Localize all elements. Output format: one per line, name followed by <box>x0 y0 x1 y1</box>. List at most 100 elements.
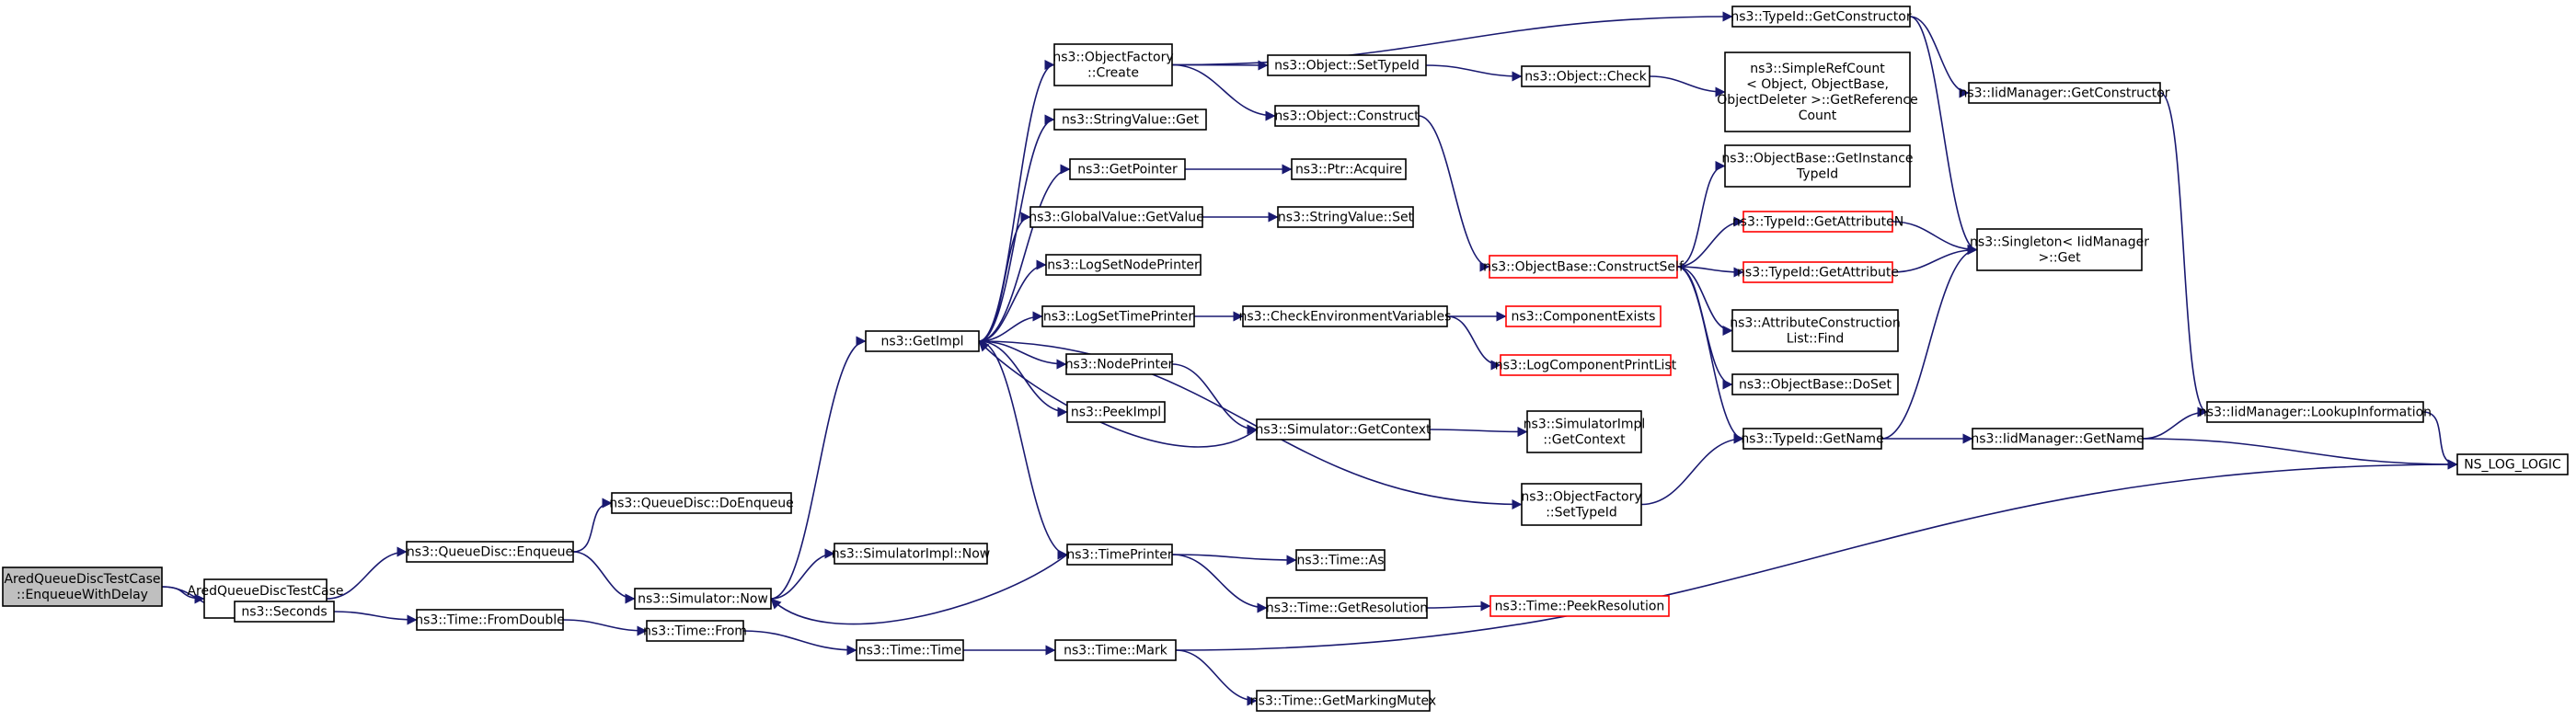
node-ptr_acquire[interactable]: ns3::Ptr::Acquire <box>1291 158 1407 180</box>
node-fromdouble[interactable]: ns3::Time::FromDouble <box>415 609 565 631</box>
edge-obj_construct-to-ob_constructself <box>1418 115 1490 272</box>
node-box <box>1295 549 1386 571</box>
node-label: TypeId <box>1796 167 1838 182</box>
node-label: ns3::NodePrinter <box>1065 358 1174 372</box>
node-simimpl_getcontext[interactable]: ns3::SimulatorImpl::GetContext <box>1524 410 1646 453</box>
node-label: ns3::ComponentExists <box>1512 310 1656 325</box>
node-time_time[interactable]: ns3::Time::Time <box>856 639 964 661</box>
node-box <box>856 639 964 661</box>
edge-ob_constructself-to-typeid_getattr <box>1676 266 1744 278</box>
node-label: ns3::GetPointer <box>1077 163 1178 177</box>
node-sim_getcontext[interactable]: ns3::Simulator::GetContext <box>1255 418 1432 441</box>
node-typeid_getattr[interactable]: ns3::TypeId::GetAttribute <box>1737 261 1899 283</box>
edge-getimpl-to-of_create <box>978 59 1055 342</box>
node-label: ::EnqueueWithDelay <box>17 588 148 602</box>
node-nodeprinter[interactable]: ns3::NodePrinter <box>1065 353 1174 375</box>
edge-iid_getname-to-ns_log_logic <box>2142 438 2458 470</box>
node-ob_doset[interactable]: ns3::ObjectBase::DoSet <box>1731 373 1899 395</box>
node-qd_enqueue[interactable]: ns3::QueueDisc::Enqueue <box>406 541 574 563</box>
node-logcomplist[interactable]: ns3::LogComponentPrintList <box>1495 354 1677 376</box>
node-box <box>1742 428 1882 450</box>
node-gv_getvalue[interactable]: ns3::GlobalValue::GetValue <box>1029 206 1204 228</box>
node-label: ::GetContext <box>1543 433 1626 448</box>
node-from[interactable]: ns3::Time::From <box>643 620 747 642</box>
node-getpointer[interactable]: ns3::GetPointer <box>1069 158 1186 180</box>
node-iid_getctor[interactable]: ns3::IidManager::GetConstructor <box>1959 82 2170 104</box>
node-label: ns3::QueueDisc::DoEnqueue <box>609 497 794 511</box>
node-iid_getname[interactable]: ns3::IidManager::GetName <box>1971 428 2145 450</box>
node-label: AredQueueDiscTestCase <box>4 572 160 587</box>
node-box <box>1065 353 1173 375</box>
node-simplerefcount[interactable]: ns3::SimpleRefCount< Object, ObjectBase,… <box>1717 52 1918 132</box>
node-label: < Object, ObjectBase, <box>1746 77 1889 92</box>
node-compexists[interactable]: ns3::ComponentExists <box>1505 305 1662 327</box>
node-label: ns3::TypeId::GetConstructor <box>1731 10 1911 25</box>
edge-getimpl-to-gv_getvalue <box>978 212 1031 342</box>
node-sim_now[interactable]: ns3::Simulator::Now <box>634 588 772 610</box>
node-box <box>2206 401 2424 423</box>
node-label: ns3::SimulatorImpl <box>1524 418 1646 432</box>
edge-getimpl-to-getpointer <box>978 164 1071 342</box>
node-peekres[interactable]: ns3::Time::PeekResolution <box>1489 595 1670 617</box>
node-sv_get[interactable]: ns3::StringValue::Get <box>1053 109 1207 131</box>
node-box <box>1976 228 2143 271</box>
node-label: ns3::Ptr::Acquire <box>1295 163 1402 177</box>
node-typeid_getname[interactable]: ns3::TypeId::GetName <box>1741 428 1884 450</box>
node-timeprinter[interactable]: ns3::TimePrinter <box>1066 544 1173 566</box>
node-box <box>1968 82 2161 104</box>
node-typeid_getattrn[interactable]: ns3::TypeId::GetAttributeN <box>1732 211 1903 233</box>
node-label: ns3::QueueDisc::Enqueue <box>407 545 573 560</box>
node-obj_settypeid[interactable]: ns3::Object::SetTypeId <box>1267 54 1427 76</box>
node-box <box>1267 54 1427 76</box>
node-time_as[interactable]: ns3::Time::As <box>1295 549 1386 571</box>
node-box <box>416 609 564 631</box>
node-obj_construct[interactable]: ns3::Object::Construct <box>1274 105 1420 127</box>
node-obj_check[interactable]: ns3::Object::Check <box>1521 65 1650 87</box>
node-label: ns3::GlobalValue::GetValue <box>1029 211 1203 225</box>
node-checkenv[interactable]: ns3::CheckEnvironmentVariables <box>1239 305 1452 327</box>
node-of_create[interactable]: ns3::ObjectFactory::Create <box>1052 43 1174 86</box>
node-logtimeprinter[interactable]: ns3::LogSetTimePrinter <box>1041 305 1195 327</box>
node-iid_lookup[interactable]: ns3::IidManager::LookupInformation <box>2199 401 2432 423</box>
node-getmutex[interactable]: ns3::Time::GetMarkingMutex <box>1250 690 1436 712</box>
node-sv_set[interactable]: ns3::StringValue::Set <box>1277 206 1414 228</box>
node-box <box>1521 65 1650 87</box>
edge-getimpl-to-peekimpl <box>978 340 1068 418</box>
node-typeid_getctor[interactable]: ns3::TypeId::GetConstructor <box>1731 6 1912 28</box>
node-ns_log_logic[interactable]: NS_LOG_LOGIC <box>2456 453 2569 475</box>
node-box <box>1526 410 1642 453</box>
node-label: ns3::Time::GetResolution <box>1266 601 1428 616</box>
node-singleton_get[interactable]: ns3::Singleton< IidManager>::Get <box>1970 228 2149 271</box>
node-of_settypeid[interactable]: ns3::ObjectFactory::SetTypeId <box>1521 483 1642 526</box>
edge-typeid_getname-to-singleton_get <box>1880 244 1978 440</box>
edge-getimpl-to-logtimeprinter <box>978 311 1043 342</box>
node-getimpl[interactable]: ns3::GetImpl <box>865 330 980 352</box>
edge-seconds-to-fromdouble <box>333 611 418 625</box>
node-lognodeprinter[interactable]: ns3::LogSetNodePrinter <box>1045 254 1202 276</box>
node-box <box>1724 52 1911 132</box>
node-label: ns3::StringValue::Get <box>1062 113 1200 128</box>
node-label: ns3::Simulator::GetContext <box>1255 423 1432 438</box>
node-label: ns3::ObjectBase::ConstructSelf <box>1483 260 1685 275</box>
node-root[interactable]: AredQueueDiscTestCase::EnqueueWithDelay <box>2 566 163 607</box>
node-simimpl_now[interactable]: ns3::SimulatorImpl::Now <box>832 543 991 565</box>
node-ob_constructself[interactable]: ns3::ObjectBase::ConstructSelf <box>1483 255 1685 279</box>
edge-sim_now-to-simimpl_now <box>770 548 835 600</box>
node-time_getres[interactable]: ns3::Time::GetResolution <box>1266 597 1428 619</box>
node-label: ns3::LogComponentPrintList <box>1495 359 1677 373</box>
node-mark[interactable]: ns3::Time::Mark <box>1054 639 1177 661</box>
node-box <box>834 543 988 565</box>
edge-obj_check-to-simplerefcount <box>1649 75 1726 97</box>
node-qd_doenqueue[interactable]: ns3::QueueDisc::DoEnqueue <box>609 492 794 514</box>
node-peekimpl[interactable]: ns3::PeekImpl <box>1066 401 1166 423</box>
node-label: Count <box>1799 109 1837 123</box>
node-label: ns3::LogSetTimePrinter <box>1043 310 1194 325</box>
node-box <box>1521 483 1642 526</box>
node-box <box>1742 211 1893 233</box>
node-label: ns3::Singleton< IidManager <box>1970 235 2149 250</box>
node-seconds[interactable]: ns3::Seconds <box>234 601 335 623</box>
node-label: ns3::TypeId::GetAttribute <box>1737 266 1899 280</box>
